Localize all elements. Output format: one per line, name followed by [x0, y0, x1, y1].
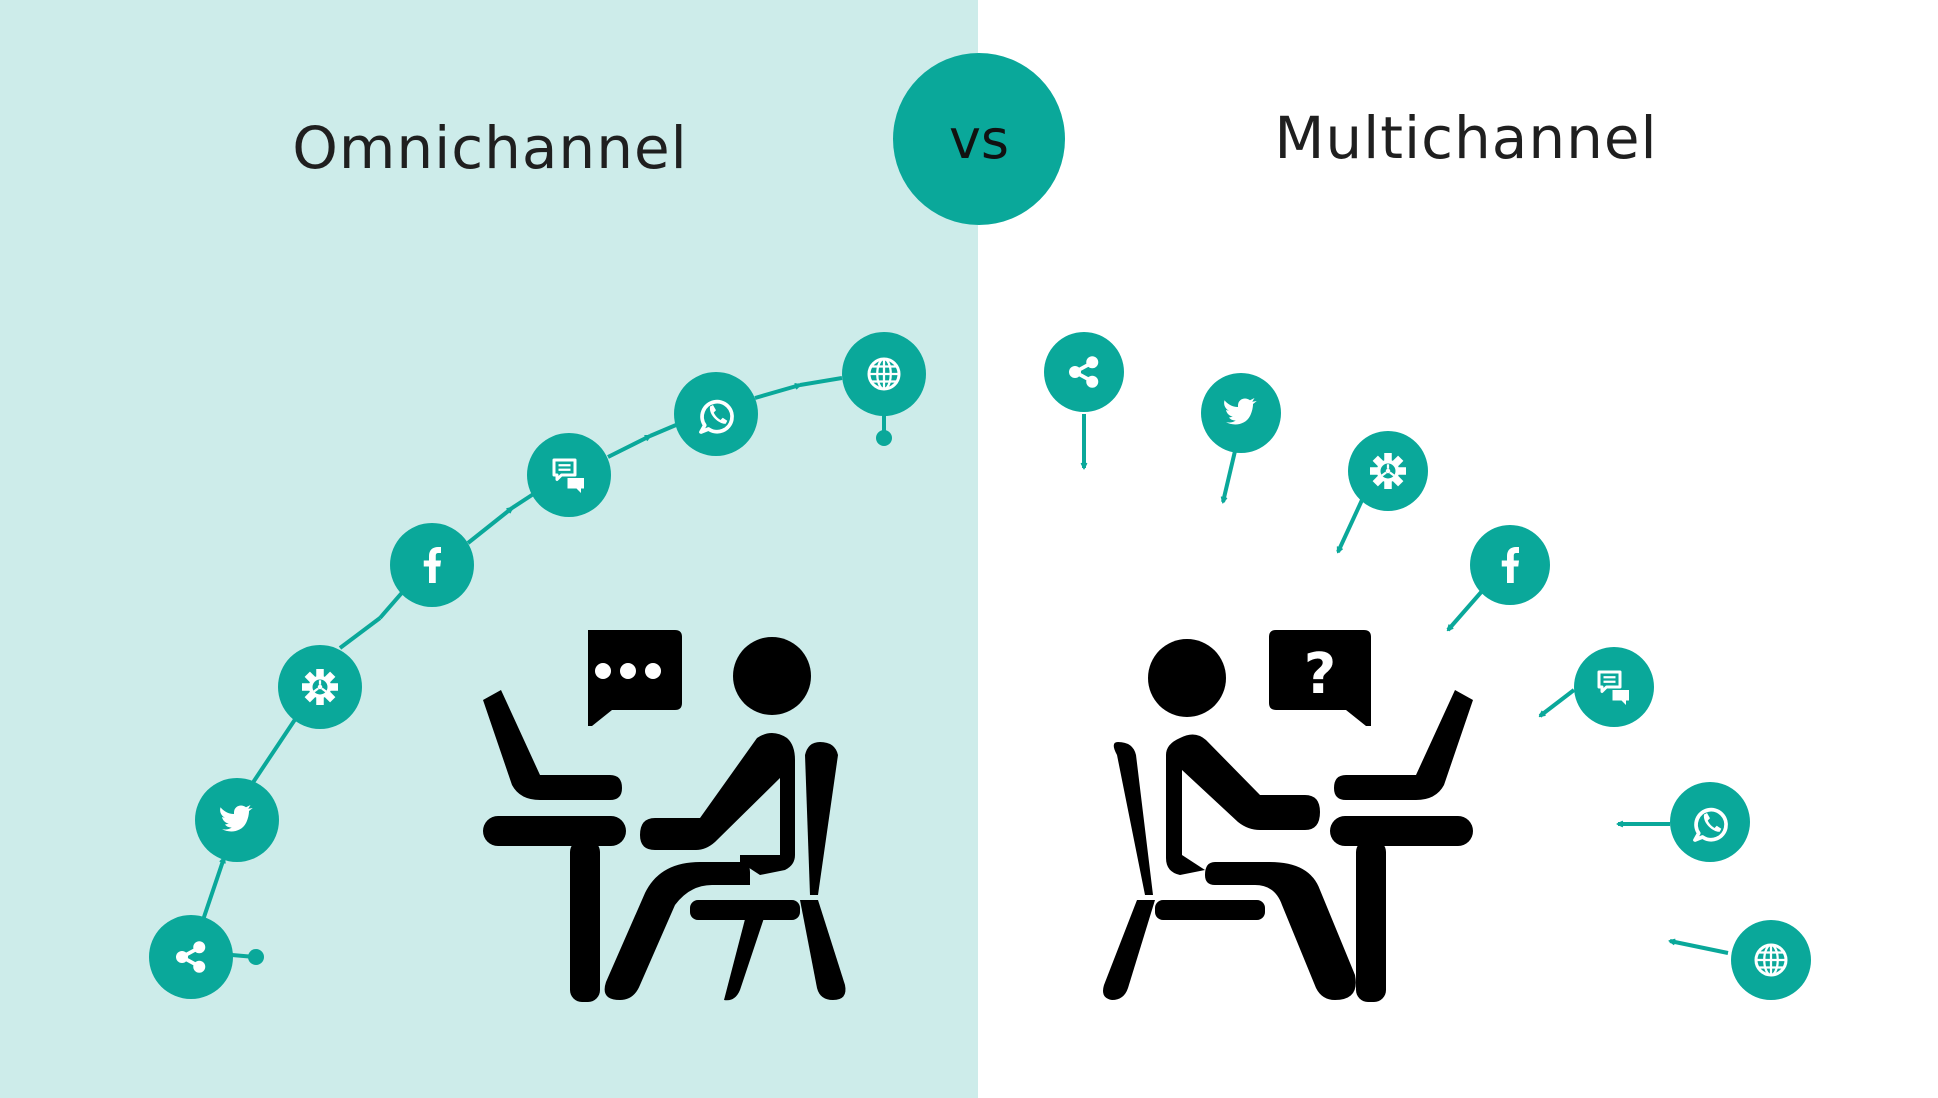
multi-chat-icon: [1574, 647, 1654, 727]
vs-badge: [893, 53, 1065, 225]
multi-support-gear-icon: [1348, 431, 1428, 511]
omnichannel-channel-icons: [149, 332, 926, 999]
multichannel-agent-figure: ?: [1103, 630, 1473, 1002]
multi-whatsapp-icon: [1670, 782, 1750, 862]
omnichannel-journey-path: [201, 376, 892, 965]
multi-share-icon: [1044, 332, 1124, 412]
multi-facebook-icon: [1470, 525, 1550, 605]
typing-speech-bubble: [588, 630, 682, 726]
omni-twitter-icon: [195, 778, 279, 862]
omni-whatsapp-icon: [674, 372, 758, 456]
omni-facebook-icon: [390, 523, 474, 607]
omnichannel-title: Omnichannel: [292, 114, 688, 182]
multichannel-channel-icons: [1044, 332, 1811, 1000]
omni-web-globe-icon: [842, 332, 926, 416]
vs-label: vs: [949, 108, 1009, 171]
omni-chat-icon: [527, 433, 611, 517]
multi-twitter-icon: [1201, 373, 1281, 453]
multi-web-globe-icon: [1731, 920, 1811, 1000]
omni-share-icon: [149, 915, 233, 999]
omni-support-gear-icon: [278, 645, 362, 729]
question-mark: ?: [1304, 642, 1336, 707]
question-speech-bubble: [1269, 630, 1371, 726]
omnichannel-agent-figure: [483, 630, 846, 1002]
multichannel-title: Multichannel: [1274, 104, 1657, 172]
multichannel-arrows: [1084, 414, 1729, 955]
